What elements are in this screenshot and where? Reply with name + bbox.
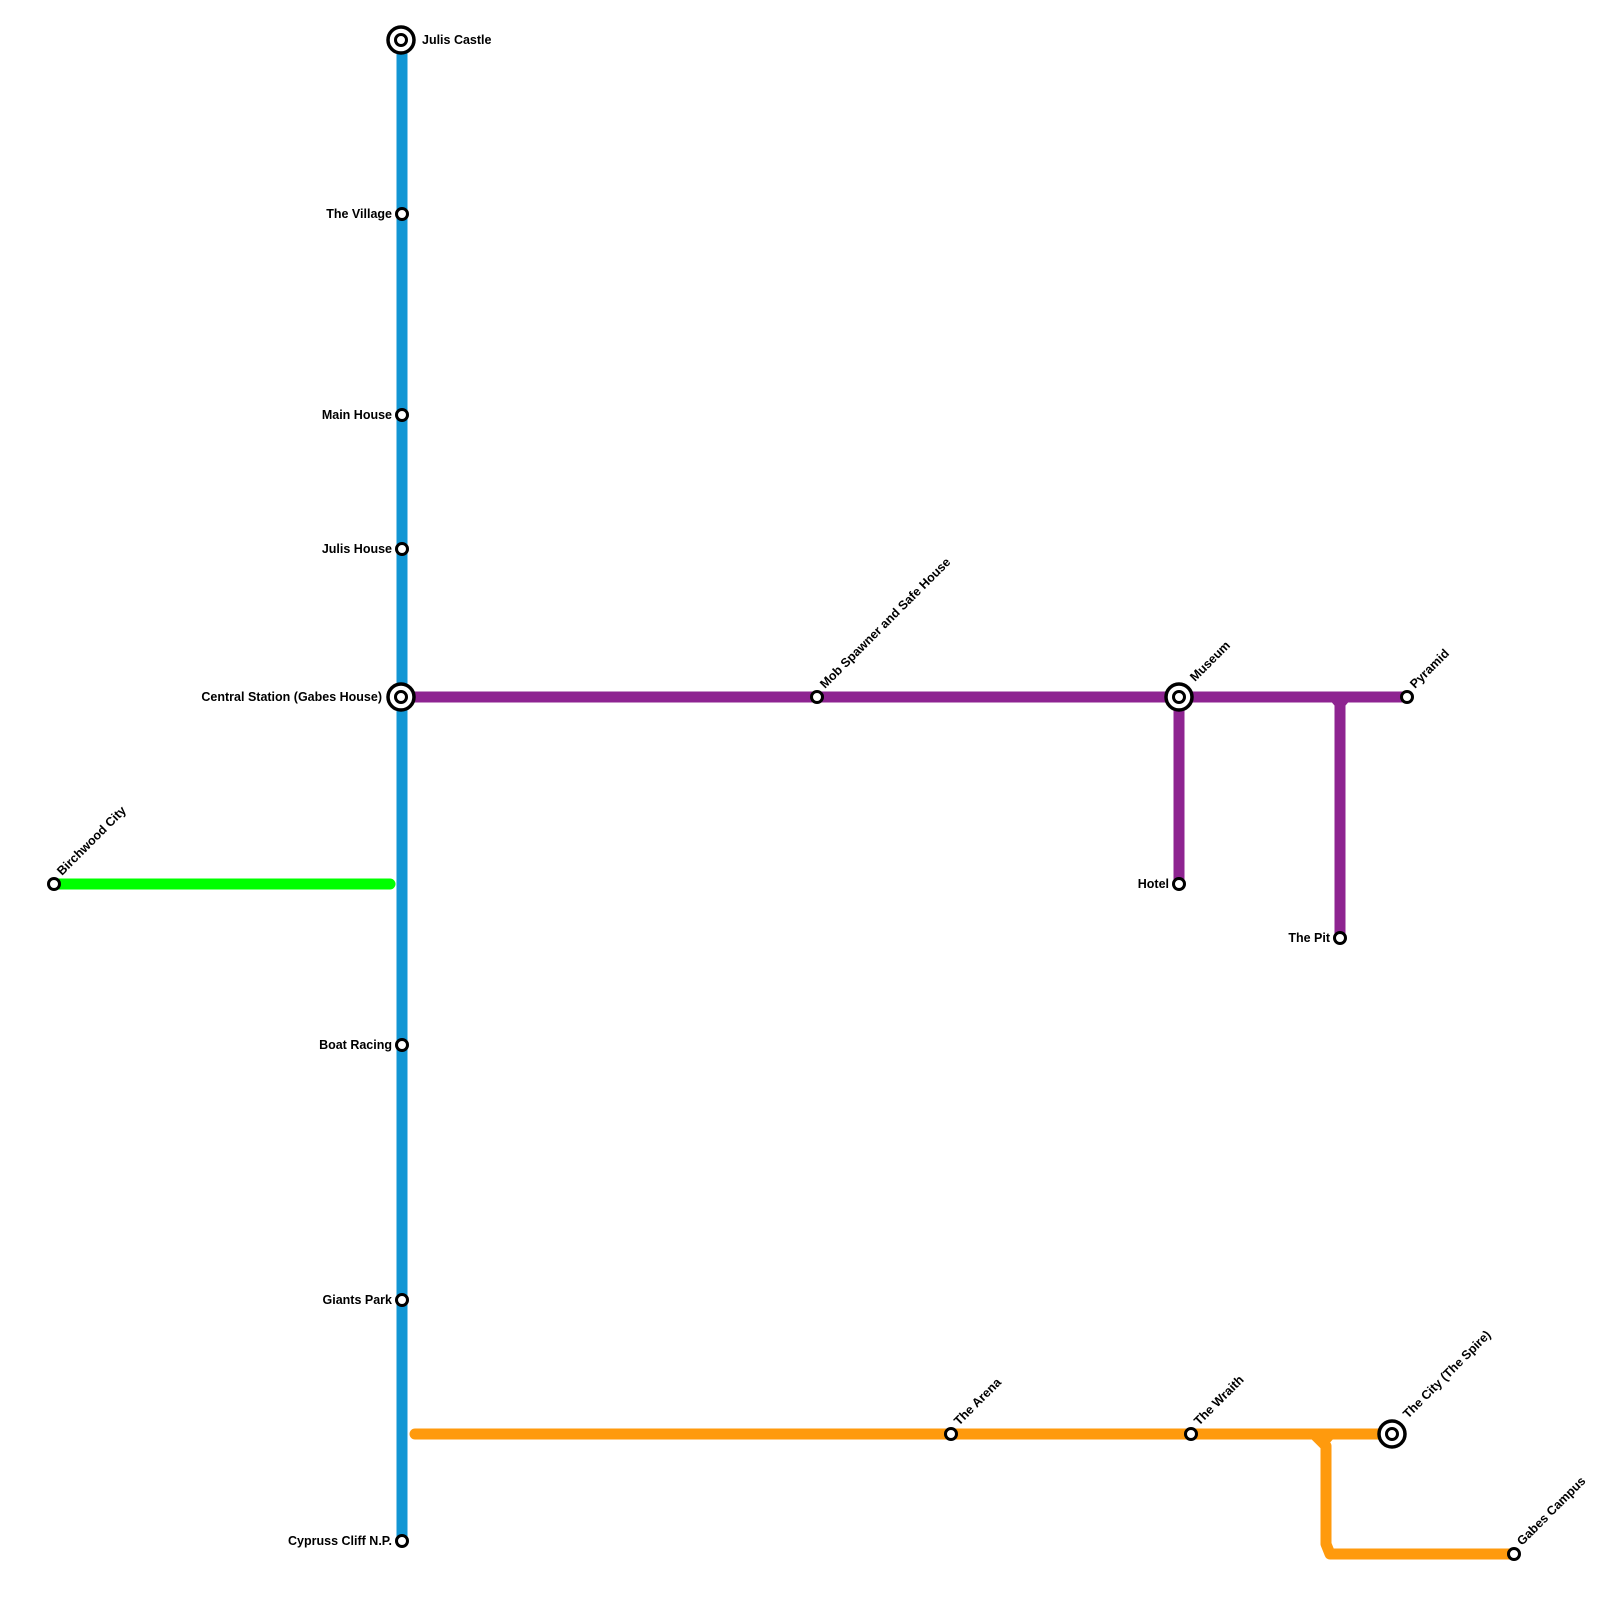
station-marker <box>1507 1547 1521 1561</box>
station-marker <box>1385 1427 1399 1441</box>
station-marker <box>1333 931 1347 945</box>
station-main-house[interactable]: Main House <box>322 408 409 422</box>
station-label: Hotel <box>1138 877 1169 891</box>
purple-junction <box>1323 692 1357 712</box>
station-central-station[interactable]: Central Station (Gabes House) <box>201 682 416 712</box>
station-label: Main House <box>322 408 392 422</box>
lines <box>48 34 1519 1560</box>
station-pyramid[interactable]: Pyramid <box>1400 646 1453 704</box>
station-marker <box>395 1534 409 1548</box>
station-label: The Wraith <box>1191 1373 1246 1428</box>
station-label: Museum <box>1187 638 1233 684</box>
station-marker <box>395 207 409 221</box>
station-label: Gabes Campus <box>1514 1474 1588 1548</box>
station-label: The Pit <box>1288 931 1331 945</box>
stations: Julis Castle The Village Main House Juli… <box>47 25 1589 1561</box>
station-label: The Arena <box>951 1375 1005 1429</box>
station-cypruss-cliff[interactable]: Cypruss Cliff N.P. <box>288 1534 409 1548</box>
station-hotel[interactable]: Hotel <box>1138 877 1186 891</box>
station-marker <box>395 408 409 422</box>
station-marker <box>1400 690 1414 704</box>
station-label: Birchwood City <box>54 803 129 878</box>
station-the-city[interactable]: The City (The Spire) <box>1377 1328 1494 1449</box>
station-marker <box>810 690 824 704</box>
station-label: Giants Park <box>323 1293 393 1307</box>
station-marker <box>395 542 409 556</box>
station-boat-racing[interactable]: Boat Racing <box>319 1038 409 1052</box>
station-label: The City (The Spire) <box>1400 1328 1493 1421</box>
station-marker <box>394 33 408 47</box>
station-the-village[interactable]: The Village <box>326 207 409 221</box>
station-marker <box>1172 877 1186 891</box>
station-birchwood-city[interactable]: Birchwood City <box>47 803 129 891</box>
station-the-pit[interactable]: The Pit <box>1288 931 1347 945</box>
station-label: Mob Spawner and Safe House <box>817 555 953 691</box>
station-julis-castle[interactable]: Julis Castle <box>386 25 492 55</box>
station-giants-park[interactable]: Giants Park <box>323 1293 409 1307</box>
station-marker <box>395 1293 409 1307</box>
station-mob-spawner[interactable]: Mob Spawner and Safe House <box>810 555 954 704</box>
station-marker <box>47 877 61 891</box>
station-marker <box>394 690 408 704</box>
station-label: Julis House <box>322 542 392 556</box>
station-marker <box>1184 1427 1198 1441</box>
station-label: Cypruss Cliff N.P. <box>288 1534 392 1548</box>
station-label: Julis Castle <box>422 33 492 47</box>
station-label: Boat Racing <box>319 1038 392 1052</box>
station-label: The Village <box>326 207 392 221</box>
orange-line-branch <box>1308 1428 1519 1560</box>
orange-junction <box>1312 1429 1342 1446</box>
station-gabes-campus[interactable]: Gabes Campus <box>1507 1474 1589 1561</box>
station-label: Pyramid <box>1407 646 1452 691</box>
station-marker <box>944 1427 958 1441</box>
station-marker <box>395 1038 409 1052</box>
station-marker <box>1172 690 1186 704</box>
station-label: Central Station (Gabes House) <box>201 690 382 704</box>
station-julis-house[interactable]: Julis House <box>322 542 409 556</box>
